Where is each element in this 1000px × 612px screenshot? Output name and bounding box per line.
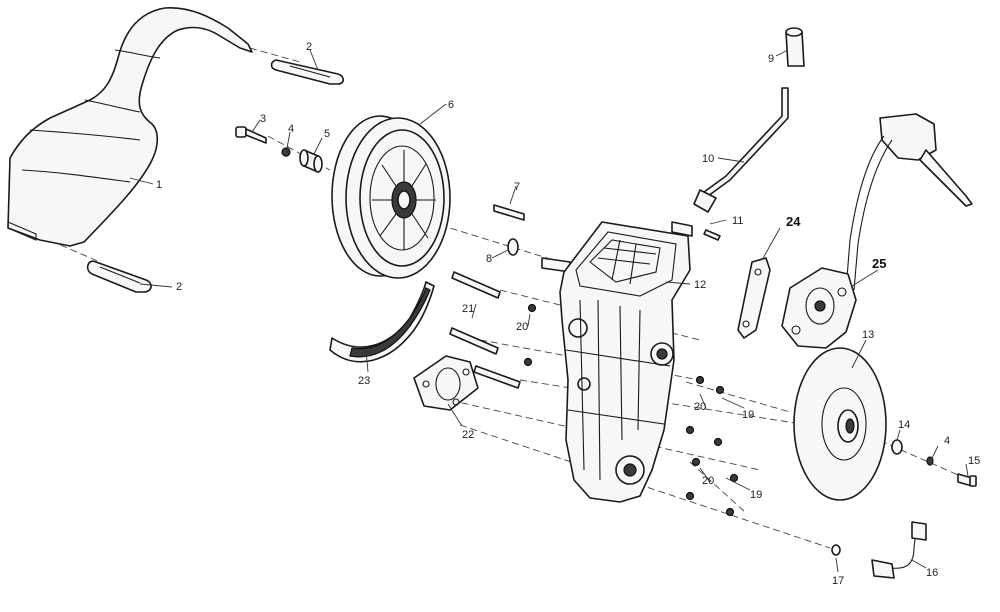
washer-4-right — [926, 456, 934, 466]
callout-1: 1 — [156, 179, 162, 191]
callout-24: 24 — [786, 214, 801, 229]
callout-4-right: 4 — [944, 435, 950, 447]
callout-25: 25 — [872, 256, 886, 271]
callout-15: 15 — [968, 455, 980, 467]
belt-cover — [7, 7, 253, 247]
callout-16: 16 — [926, 567, 938, 579]
bolt-3 — [235, 126, 267, 144]
callout-2-lower: 2 — [176, 281, 182, 293]
studs-21 — [449, 271, 521, 389]
callout-3: 3 — [260, 113, 266, 125]
callout-6: 6 — [448, 99, 454, 111]
shift-lever — [693, 87, 789, 213]
callout-19-upper: 19 — [742, 409, 754, 421]
screw-11 — [703, 229, 721, 241]
bushing-5 — [299, 149, 323, 173]
callout-5: 5 — [324, 128, 330, 140]
washer-4 — [281, 147, 291, 157]
callout-10: 10 — [702, 153, 714, 165]
callout-22: 22 — [462, 429, 474, 441]
pin-7 — [493, 204, 525, 221]
o-ring-8 — [507, 238, 519, 256]
callout-9: 9 — [768, 53, 774, 65]
callout-19-lower: 19 — [750, 489, 762, 501]
callout-2-upper: 2 — [306, 41, 312, 53]
bracket-loop-lower — [86, 260, 152, 293]
callout-4-left: 4 — [288, 123, 294, 135]
fasteners-19-20 — [523, 303, 739, 517]
drive-belt — [329, 281, 435, 363]
bolt-15 — [957, 473, 977, 487]
gearbox — [541, 221, 693, 503]
callout-17: 17 — [832, 575, 844, 587]
callout-20-middle: 20 — [694, 401, 706, 413]
callout-7: 7 — [514, 181, 520, 193]
callout-14: 14 — [898, 419, 910, 431]
o-ring-17 — [831, 544, 841, 556]
callout-13: 13 — [862, 329, 874, 341]
callout-labels: 1 2 2 3 4 5 6 7 8 9 10 11 12 13 14 4 15 … — [156, 41, 980, 587]
speed-sensor — [871, 521, 927, 579]
callout-11: 11 — [732, 215, 743, 227]
callout-21: 21 — [462, 303, 474, 315]
gasket-22 — [413, 355, 479, 411]
callout-20-left: 20 — [516, 321, 528, 333]
brake-assembly — [781, 113, 973, 349]
callout-8: 8 — [486, 253, 492, 265]
callout-12: 12 — [694, 279, 706, 291]
brake-disc — [793, 347, 887, 501]
callout-23: 23 — [358, 375, 370, 387]
clutch-pulley — [331, 115, 451, 279]
washer-14 — [891, 439, 903, 455]
bracket-strip-upper — [270, 59, 345, 85]
leader-lines — [129, 49, 969, 573]
callout-20-lower: 20 — [702, 475, 714, 487]
bracket-plate-24 — [737, 257, 771, 339]
shift-knob — [785, 27, 805, 67]
